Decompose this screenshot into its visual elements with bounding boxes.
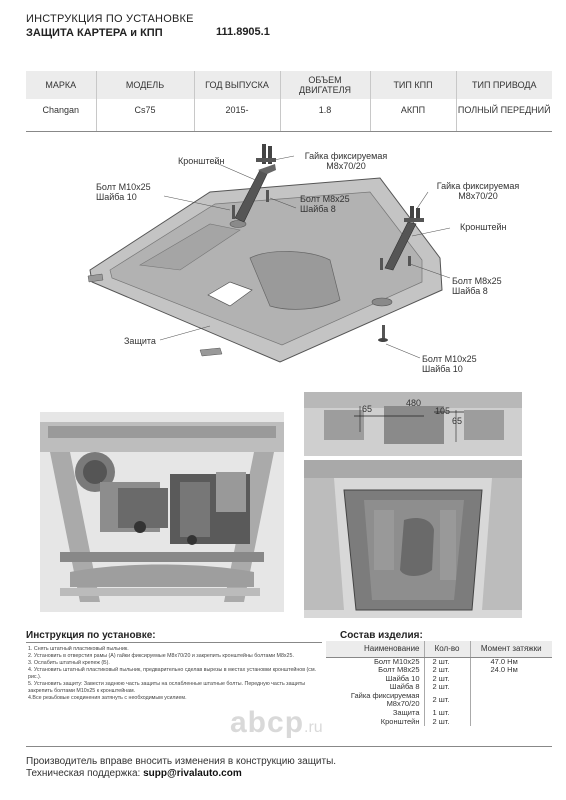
instructions-title: Инструкция по установке:	[26, 630, 156, 641]
instruction-step: 4. Установить штатный пластиковый пыльни…	[28, 667, 317, 680]
exploded-assembly-diagram	[87, 144, 451, 363]
mounting-points-photo	[304, 392, 522, 456]
callout-bracket-left: Кронштейн	[178, 156, 225, 166]
doc-subtitle: ЗАЩИТА КАРТЕРА и КПП	[26, 27, 163, 39]
callout-bolt-m10-left: Болт M10x25 Шайба 10	[96, 182, 151, 202]
callout-nut-right: Гайка фиксируемая M8x70/20	[436, 181, 520, 201]
spec-value-make: Changan	[26, 99, 97, 132]
footer-divider	[26, 746, 552, 747]
dim-480: 480	[406, 398, 422, 408]
spec-value-model: Cs75	[96, 99, 195, 132]
kit-row: Болт M8x25 2 шт. 24.0 Нм	[326, 665, 552, 675]
callout-bolt-m8-center: Болт M8x25 Шайба 8	[300, 194, 350, 214]
dim-105: 105	[435, 406, 451, 416]
kit-row: Защита 1 шт.	[326, 708, 552, 718]
spec-value-row: Changan Cs75 2015- 1.8 АКПП ПОЛНЫЙ ПЕРЕД…	[26, 99, 552, 132]
watermark-brand: abcp	[230, 706, 305, 739]
kit-item-name: Гайка фиксируемая M8x70/20	[326, 691, 425, 710]
kit-item-torque	[470, 675, 552, 684]
footer-disclaimer: Производитель вправе вносить изменения в…	[26, 756, 337, 767]
kit-row: Болт M10x25 2 шт. 47.0 Нм	[326, 656, 552, 667]
instruction-step: 3. Ослабить штатный крепеж (Б).	[28, 660, 110, 666]
part-number: 111.8905.1	[216, 26, 270, 38]
callout-nut-left: Гайка фиксируемая M8x70/20	[304, 151, 388, 171]
kit-header-row: Наименование Кол-во Момент затяжки	[326, 641, 552, 658]
kit-row: Гайка фиксируемая M8x70/20 2 шт.	[326, 691, 552, 710]
kit-row: Шайба 8 2 шт.	[326, 683, 552, 692]
kit-item-torque: 24.0 Нм	[490, 665, 518, 675]
kit-item-torque	[470, 692, 552, 709]
vehicle-spec-table: МАРКА МОДЕЛЬ ГОД ВЫПУСКА ОБЪЕМ ДВИГАТЕЛЯ…	[26, 71, 552, 132]
kit-item-name: Кронштейн	[326, 717, 425, 727]
kit-header-name: Наименование	[326, 641, 425, 658]
spec-value-year: 2015-	[194, 99, 281, 132]
watermark-tld: .ru	[304, 719, 323, 736]
footer-support: Техническая поддержка: supp@rivalauto.co…	[26, 768, 242, 779]
support-label: Техническая поддержка:	[26, 768, 141, 779]
spec-header-make: МАРКА	[26, 71, 97, 99]
spec-header-year: ГОД ВЫПУСКА	[194, 71, 281, 99]
installed-guard-photo	[304, 460, 522, 618]
engine-underside-photo	[40, 412, 284, 612]
kit-item-torque	[470, 683, 552, 692]
instructions-divider	[26, 642, 322, 643]
kit-item-qty: 2 шт.	[424, 691, 471, 710]
spec-value-engine: 1.8	[280, 99, 371, 132]
kit-item-name: Болт M10x25	[326, 657, 425, 667]
spec-header-row: МАРКА МОДЕЛЬ ГОД ВЫПУСКА ОБЪЕМ ДВИГАТЕЛЯ…	[26, 71, 552, 99]
support-email-link[interactable]: supp@rivalauto.com	[143, 768, 242, 779]
kit-header-torque: Момент затяжки	[470, 641, 552, 658]
instruction-step: 4.Все резьбовые соединения затянуть с не…	[28, 695, 187, 701]
callout-bolt-m10-right: Болт M10x25 Шайба 10	[422, 354, 477, 374]
instructions-list: 1. Снять штатный пластиковый пыльник. 2.…	[28, 646, 328, 702]
kit-item-qty: 2 шт.	[424, 665, 471, 675]
right-bracket	[384, 221, 417, 271]
callout-bolt-m8-right: Болт M8x25 Шайба 8	[452, 276, 502, 296]
kit-item-name: Защита	[326, 708, 425, 718]
callout-bracket-right: Кронштейн	[460, 222, 507, 232]
callout-guard: Защита	[124, 336, 156, 346]
document-header: ИНСТРУКЦИЯ ПО УСТАНОВКЕ ЗАЩИТА КАРТЕРА и…	[26, 12, 546, 40]
kit-table: Наименование Кол-во Момент затяжки Болт …	[326, 641, 552, 727]
doc-title: ИНСТРУКЦИЯ ПО УСТАНОВКЕ	[26, 13, 194, 25]
kit-item-name: Шайба 8	[326, 683, 425, 692]
spec-header-engine: ОБЪЕМ ДВИГАТЕЛЯ	[280, 71, 371, 99]
kit-item-qty: 2 шт.	[424, 717, 471, 727]
spec-value-drive: ПОЛНЫЙ ПЕРЕДНИЙ	[456, 99, 552, 132]
kit-title: Состав изделия:	[340, 630, 423, 641]
kit-item-qty: 1 шт.	[424, 708, 471, 718]
instruction-step: 2. Установить в отверстия рамы (А) гайки…	[28, 653, 294, 659]
kit-item-qty: 2 шт.	[424, 683, 471, 692]
spec-value-gearbox: АКПП	[370, 99, 457, 132]
kit-item-name: Болт M8x25	[326, 665, 425, 675]
dim-65-right: 65	[452, 416, 463, 426]
spec-header-gearbox: ТИП КПП	[370, 71, 457, 99]
kit-item-name: Шайба 10	[326, 674, 425, 684]
kit-item-qty: 2 шт.	[424, 674, 471, 684]
abcp-watermark-logo: abcp.ru	[230, 706, 380, 739]
kit-item-torque: 47.0 Нм	[490, 656, 518, 666]
spec-header-model: МОДЕЛЬ	[96, 71, 195, 99]
kit-item-torque	[470, 709, 552, 718]
kit-row: Шайба 10 2 шт.	[326, 674, 552, 684]
kit-header-qty: Кол-во	[424, 641, 471, 658]
kit-item-torque	[470, 718, 552, 727]
kit-row: Кронштейн 2 шт.	[326, 717, 552, 727]
kit-item-qty: 2 шт.	[424, 657, 471, 667]
instruction-step: 1. Снять штатный пластиковый пыльник.	[28, 646, 129, 652]
instruction-step: 5. Установить защиту: Завести заднюю час…	[28, 681, 306, 694]
dim-65-left: 65	[362, 404, 373, 414]
spec-header-drive: ТИП ПРИВОДА	[456, 71, 552, 99]
